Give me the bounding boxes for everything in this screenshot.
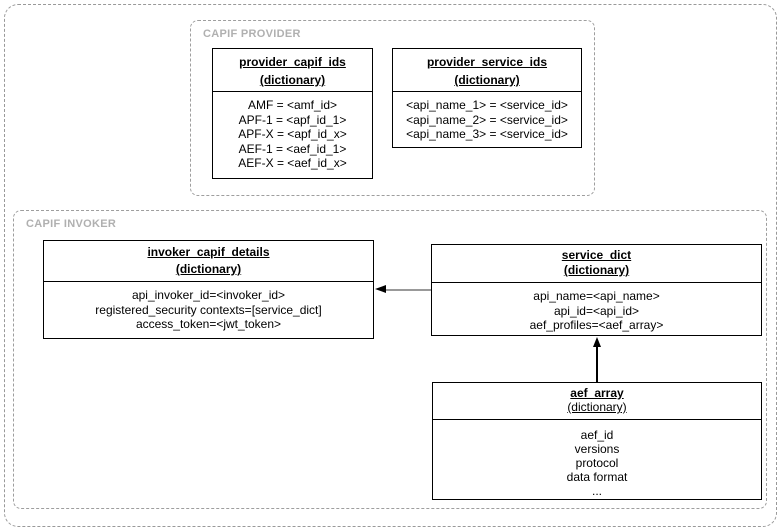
box-body-provider-service-ids: <api_name_1> = <service_id> <api_name_2>… bbox=[393, 92, 581, 142]
group-capif-invoker: CAPIF INVOKER invoker_capif_details (dic… bbox=[13, 210, 767, 509]
dict-entry: api_name=<api_name> bbox=[533, 289, 660, 303]
dict-entry: AMF = <amf_id> bbox=[247, 98, 338, 112]
box-subtitle-aef-array: (dictionary) bbox=[567, 400, 627, 414]
arrow-service-dict-to-invoker bbox=[375, 285, 431, 294]
box-invoker-capif-details: invoker_capif_details (dictionary) api_i… bbox=[43, 240, 374, 339]
page-border bbox=[4, 4, 777, 527]
box-aef-array: aef_array (dictionary) aef_id versions p… bbox=[432, 382, 762, 500]
box-header-aef-array: aef_array (dictionary) bbox=[433, 383, 761, 420]
arrow-line bbox=[596, 345, 598, 382]
box-service-dict: service_dict (dictionary) api_name=<api_… bbox=[431, 244, 762, 336]
box-title-invoker-capif-details: invoker_capif_details bbox=[147, 245, 270, 259]
box-title-provider-capif-ids: provider_capif_ids bbox=[239, 55, 346, 69]
box-title-aef-array: aef_array bbox=[570, 386, 624, 400]
dict-entry: data format bbox=[566, 470, 628, 484]
box-subtitle-provider-capif-ids: (dictionary) bbox=[259, 73, 326, 87]
group-label-capif-invoker: CAPIF INVOKER bbox=[26, 218, 117, 230]
dict-entry: AEF-1 = <aef_id_1> bbox=[238, 141, 347, 156]
box-header-invoker-capif-details: invoker_capif_details (dictionary) bbox=[44, 241, 373, 282]
dict-entry: <api_name_1> = <service_id> bbox=[406, 98, 568, 112]
dict-entry: <api_name_2> = <service_id> bbox=[406, 112, 568, 127]
dict-entry: aef_profiles=<aef_array> bbox=[529, 318, 664, 332]
arrowhead-up-icon bbox=[592, 337, 601, 347]
box-header-service-dict: service_dict (dictionary) bbox=[432, 245, 761, 283]
box-subtitle-invoker-capif-details: (dictionary) bbox=[175, 262, 242, 276]
box-provider-capif-ids: provider_capif_ids (dictionary) AMF = <a… bbox=[212, 48, 373, 179]
dict-entry: api_id=<api_id> bbox=[553, 303, 640, 318]
dict-entry: versions bbox=[574, 442, 620, 456]
dict-entry: APF-1 = <apf_id_1> bbox=[238, 112, 347, 127]
dict-entry: access_token=<jwt_token> bbox=[135, 317, 282, 331]
box-body-provider-capif-ids: AMF = <amf_id> APF-1 = <apf_id_1> APF-X … bbox=[213, 92, 372, 171]
dict-entry: protocol bbox=[575, 456, 619, 470]
arrow-line bbox=[384, 288, 431, 291]
dict-entry: registered_security contexts=[service_di… bbox=[95, 302, 322, 317]
dict-entry: aef_id bbox=[580, 428, 614, 442]
arrow-aef-array-to-service-dict bbox=[592, 337, 602, 382]
dict-entry: AEF-X = <aef_id_x> bbox=[238, 156, 347, 170]
box-body-aef-array: aef_id versions protocol data format ... bbox=[433, 420, 761, 498]
group-label-capif-provider: CAPIF PROVIDER bbox=[203, 28, 301, 40]
dict-entry: ... bbox=[591, 484, 602, 498]
box-provider-service-ids: provider_service_ids (dictionary) <api_n… bbox=[392, 48, 582, 148]
box-body-service-dict: api_name=<api_name> api_id=<api_id> aef_… bbox=[432, 283, 761, 333]
dict-entry: <api_name_3> = <service_id> bbox=[406, 127, 568, 141]
dict-entry: APF-X = <apf_id_x> bbox=[238, 127, 347, 141]
box-header-provider-capif-ids: provider_capif_ids (dictionary) bbox=[213, 49, 372, 92]
box-body-invoker-capif-details: api_invoker_id=<invoker_id> registered_s… bbox=[44, 282, 373, 332]
box-title-provider-service-ids: provider_service_ids bbox=[426, 55, 548, 69]
box-header-provider-service-ids: provider_service_ids (dictionary) bbox=[393, 49, 581, 92]
box-title-service-dict: service_dict bbox=[561, 248, 632, 262]
box-subtitle-provider-service-ids: (dictionary) bbox=[454, 73, 520, 87]
dict-entry: api_invoker_id=<invoker_id> bbox=[131, 288, 286, 302]
box-subtitle-service-dict: (dictionary) bbox=[563, 263, 630, 277]
arrowhead-left-icon bbox=[375, 285, 386, 293]
group-capif-provider: CAPIF PROVIDER provider_capif_ids (dicti… bbox=[190, 20, 595, 196]
